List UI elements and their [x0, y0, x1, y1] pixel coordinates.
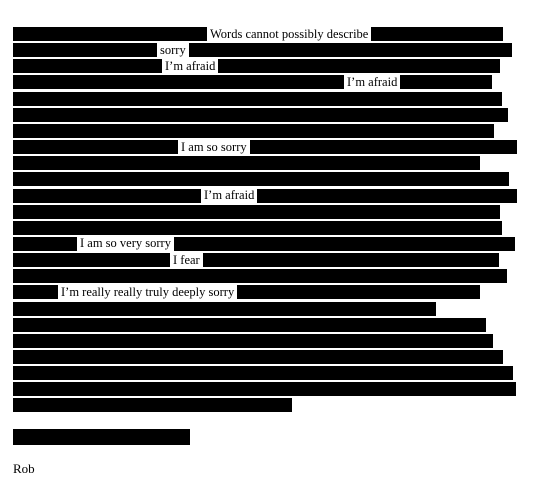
visible-phrase: I’m afraid	[162, 59, 219, 74]
redaction-bar	[13, 124, 494, 138]
redaction-bar	[13, 318, 486, 332]
redaction-bar	[13, 398, 292, 412]
visible-phrase: I’m really really truly deeply sorry	[58, 285, 238, 300]
redaction-bar	[13, 59, 500, 73]
redaction-bar	[13, 172, 509, 186]
visible-phrase: I’m afraid	[201, 188, 258, 203]
redaction-bar	[13, 382, 516, 396]
redaction-bar	[13, 75, 492, 89]
redaction-bar	[13, 253, 499, 267]
redaction-bar	[13, 189, 517, 203]
visible-phrase: sorry	[157, 43, 189, 58]
redaction-bar	[13, 156, 480, 170]
redaction-bar	[13, 221, 502, 235]
visible-phrase: I am so sorry	[178, 140, 250, 155]
redaction-bar	[13, 108, 508, 122]
redaction-bar	[13, 366, 513, 380]
visible-phrase: I fear	[170, 253, 203, 268]
signature: Rob	[13, 461, 35, 476]
visible-phrase: I am so very sorry	[77, 236, 174, 251]
redaction-bar	[13, 302, 436, 316]
redaction-bar	[13, 92, 502, 106]
redaction-bar	[13, 43, 512, 57]
redacted-closing	[13, 429, 190, 445]
redaction-bar	[13, 269, 507, 283]
redaction-bar	[13, 350, 503, 364]
redaction-bar	[13, 334, 493, 348]
visible-phrase: Words cannot possibly describe	[207, 27, 372, 42]
redaction-bar	[13, 205, 500, 219]
redaction-bar	[13, 140, 517, 154]
visible-phrase: I’m afraid	[344, 75, 401, 90]
